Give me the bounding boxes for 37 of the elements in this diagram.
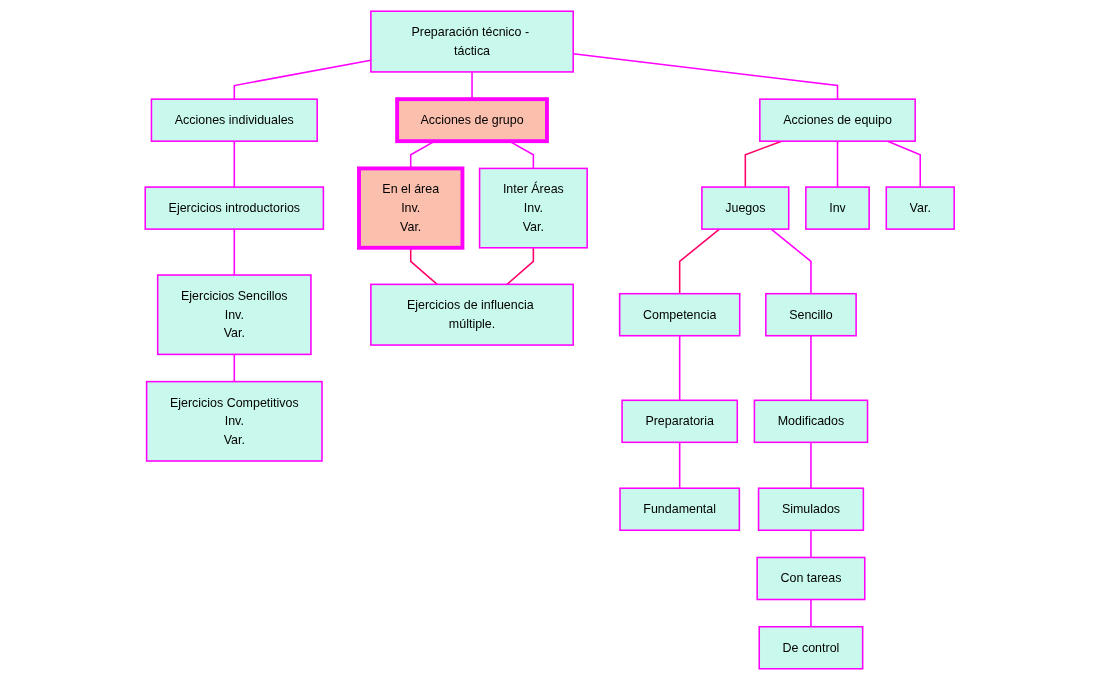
node-box: Acciones individuales: [150, 98, 319, 142]
connector: [810, 441, 812, 489]
node-box: Competencia: [619, 292, 741, 337]
connector: [506, 247, 535, 286]
node-box: Inv: [805, 186, 871, 230]
connector: [233, 353, 236, 383]
connector: [233, 140, 236, 188]
connector: [810, 529, 812, 559]
node-box: Acciones de equipo: [759, 98, 917, 142]
connector: [471, 71, 474, 100]
node-box: Ejercicios de influencia múltiple.: [370, 283, 575, 346]
node-box: Juegos: [701, 186, 790, 230]
connector: [679, 228, 721, 295]
node-box: De control: [758, 625, 864, 670]
node-box: Acciones de grupo: [395, 97, 550, 144]
connector: [837, 140, 839, 188]
node-box: Modificados: [753, 399, 869, 444]
node-box: Sencillo: [765, 292, 858, 337]
connector: [233, 228, 236, 276]
node-box: En el área Inv. Var.: [357, 166, 465, 250]
node-box: Var.: [885, 186, 956, 230]
node-box: Preparación técnico - táctica: [370, 10, 575, 73]
connector: [810, 598, 812, 628]
connector: [679, 334, 681, 402]
node-box: Con tareas: [756, 556, 866, 601]
connector: [810, 334, 812, 402]
connector: [770, 228, 812, 295]
node-box: Fundamental: [619, 487, 741, 532]
node-box: Ejercicios Competitivos Inv. Var.: [146, 380, 324, 462]
connector: [233, 59, 372, 100]
connector: [410, 247, 439, 286]
node-box: Simulados: [758, 487, 865, 532]
node-box: Preparatoria: [621, 399, 739, 444]
node-box: Inter Áreas Inv. Var.: [479, 167, 589, 249]
node-box: Ejercicios introductorios: [144, 186, 325, 230]
node-box: Ejercicios Sencillos Inv. Var.: [157, 274, 312, 356]
connector: [679, 441, 681, 489]
